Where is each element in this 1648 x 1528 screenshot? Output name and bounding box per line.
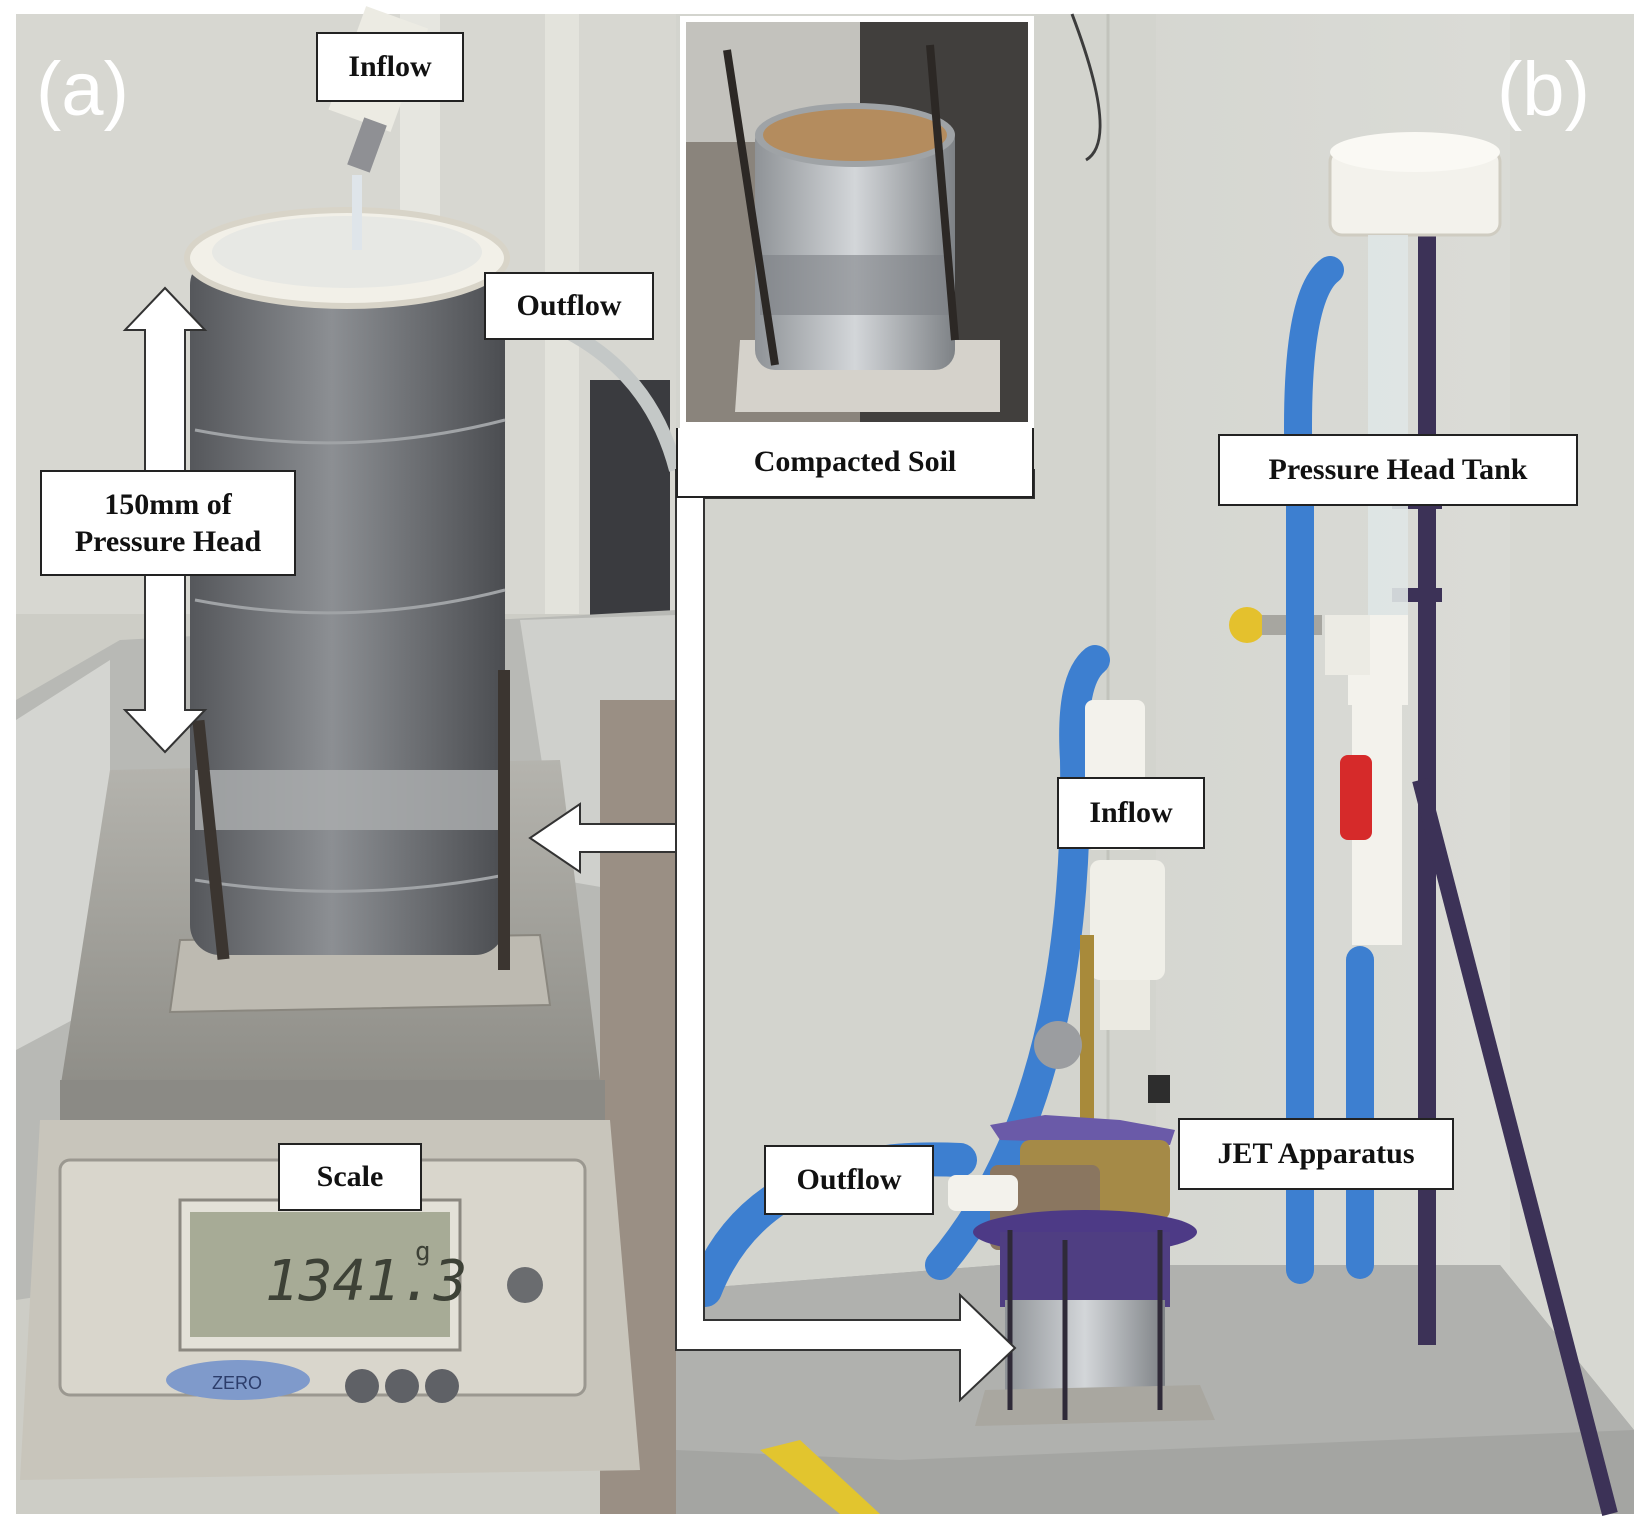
scale-round-button <box>507 1267 543 1303</box>
scale-label: Scale <box>278 1143 422 1211</box>
compacted-soil-label: Compacted Soil <box>676 428 1034 498</box>
jet-apparatus-device <box>948 1115 1215 1426</box>
inflow-label-a: Inflow <box>316 32 464 102</box>
compacted-soil-inset <box>680 16 1034 428</box>
zero-button <box>166 1360 310 1400</box>
gate-valve-wheel <box>1229 607 1265 643</box>
permeameter-column <box>184 207 510 970</box>
scale-reading: 1341.3 <box>265 1249 467 1314</box>
pressure-head-tank <box>1229 132 1502 945</box>
outflow-label-b: Outflow <box>764 1145 934 1215</box>
outflow-label-a: Outflow <box>484 272 654 340</box>
soil-arrow-left <box>528 802 677 874</box>
pressure-head-label: 150mm of Pressure Head <box>40 470 296 576</box>
scale-unit: g <box>415 1237 431 1267</box>
inflow-label-b: Inflow <box>1057 777 1205 849</box>
jet-apparatus-label: JET Apparatus <box>1178 1118 1454 1190</box>
pressure-head-label-line2: Pressure Head <box>74 525 262 558</box>
pressure-head-label-line1: 150mm of <box>104 487 232 521</box>
panel-a-letter: (a) <box>36 47 129 132</box>
zero-button-label: ZERO <box>212 1373 262 1393</box>
ball-valve-handle <box>1340 755 1372 840</box>
panel-b-letter: (b) <box>1497 47 1590 132</box>
pressure-head-tank-label: Pressure Head Tank <box>1218 434 1578 506</box>
